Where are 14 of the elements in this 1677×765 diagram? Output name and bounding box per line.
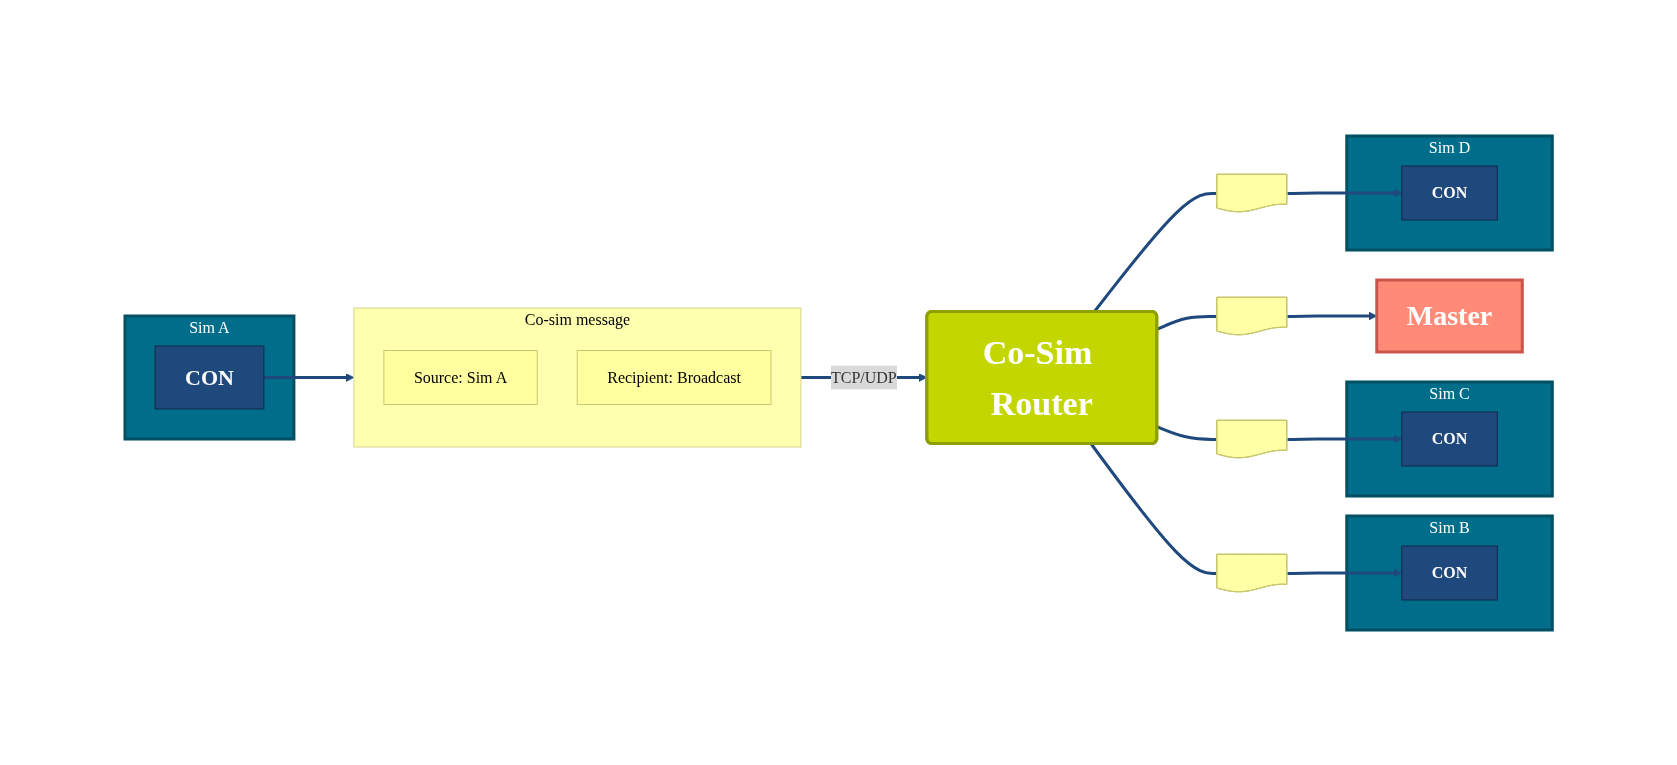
node-box: CON: [1401, 165, 1498, 220]
node-box: CON: [1401, 545, 1498, 600]
node-box: CON: [1401, 411, 1498, 466]
arrow: [1287, 188, 1402, 197]
node-box: Recipient: Broadcast: [576, 349, 772, 405]
node-box: CON: [154, 345, 265, 409]
node-box: Source: Sim A: [383, 349, 538, 405]
arrow: [1287, 568, 1402, 577]
connector: [1156, 314, 1218, 331]
arrow: [263, 372, 355, 382]
connector: [1156, 424, 1218, 441]
arrow: [1287, 434, 1402, 443]
node-box: Master: [1375, 278, 1524, 353]
edge-label: TCP/UDP: [830, 368, 897, 385]
